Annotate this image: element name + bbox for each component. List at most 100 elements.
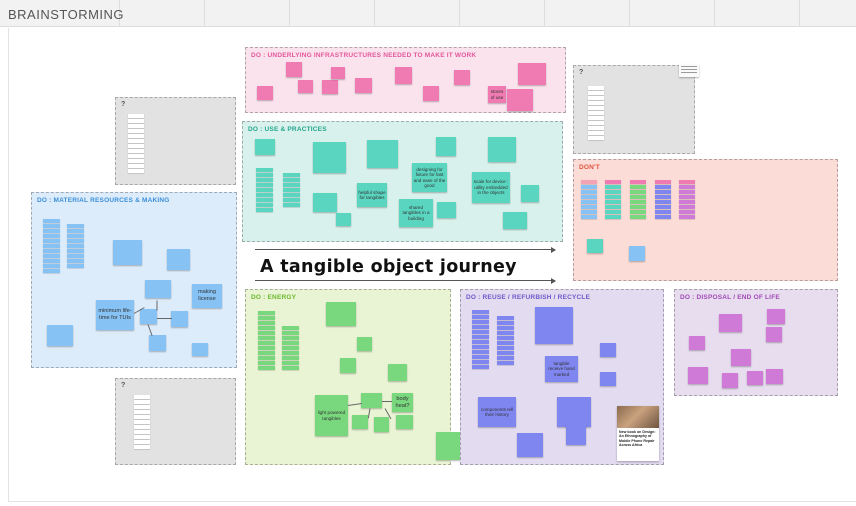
sticky-stack[interactable] [283,173,300,207]
sticky-stack[interactable] [282,326,299,370]
sticky-body-heat[interactable]: body heat? [392,393,413,412]
sticky-note[interactable] [600,343,616,357]
sticky-note[interactable] [518,63,546,85]
sticky-note[interactable] [361,393,382,408]
sticky-note[interactable] [367,140,398,168]
article-card[interactable]: New book on Design: An Ethnography of Mo… [617,406,659,461]
sticky-note[interactable] [140,309,157,324]
sticky-light-powered[interactable]: light powered tangibles [315,395,348,436]
sticky-note[interactable] [374,417,389,432]
journey-arrow-bottom[interactable] [255,277,556,284]
sticky-note[interactable] [436,137,456,156]
sticky-note[interactable] [521,185,539,202]
sticky-note[interactable] [113,240,142,265]
sticky-note[interactable] [689,336,705,350]
sticky-stack[interactable] [588,86,604,140]
sticky-note[interactable] [326,302,356,326]
sticky-stack[interactable] [630,180,646,219]
sticky-stack[interactable] [679,180,695,219]
image-note[interactable] [679,64,699,77]
sticky-note[interactable] [255,139,275,155]
question-frame[interactable]: ? [115,378,236,465]
sticky-note[interactable] [517,433,543,457]
sticky-note[interactable] [355,78,372,93]
sticky-note[interactable] [298,80,313,93]
sticky-minimum-lifetime[interactable]: minimum life-time for TUIs [96,300,134,330]
journey-arrow-top[interactable] [255,246,556,253]
header-cell [290,0,375,27]
sticky-note[interactable] [313,193,337,212]
sticky-note[interactable] [557,397,591,427]
sticky-note[interactable] [336,213,351,226]
sticky-note[interactable] [396,415,413,429]
sticky-note[interactable] [423,86,439,101]
sticky-stack[interactable] [256,168,273,212]
sticky-note[interactable] [171,311,188,327]
sticky-note[interactable] [766,369,783,384]
sticky-note[interactable] [388,364,407,381]
sticky-stack[interactable] [605,180,621,219]
article-image [617,406,659,428]
sticky-note[interactable] [503,212,527,229]
sticky-note[interactable] [352,415,368,429]
dont-frame[interactable]: DON'T [573,159,838,281]
sticky-note[interactable] [766,327,782,342]
sticky-making-license[interactable]: making license [192,284,222,308]
sticky-note[interactable] [566,424,586,445]
sticky-stack[interactable] [134,395,150,449]
sticky-note[interactable] [731,349,751,366]
sticky-note[interactable] [47,325,73,346]
sticky-note[interactable] [167,249,190,270]
material-frame[interactable]: DO : MATERIAL RESOURCES & MAKING [31,192,237,368]
frame-title: DON'T [579,164,600,171]
sticky-note[interactable] [322,80,338,94]
sticky-note[interactable] [357,337,372,351]
sticky-note[interactable] [257,86,273,100]
sticky-stack[interactable] [472,310,489,369]
sticky-stores-of-use[interactable]: stores of use [488,86,506,103]
sticky-note[interactable] [767,309,785,324]
sticky-stack[interactable] [43,219,60,273]
sticky-tangible-receive[interactable]: tangible receive hand marked [545,356,578,382]
sticky-note[interactable] [313,142,346,173]
header-cell [0,0,120,27]
sticky-note[interactable] [454,70,470,85]
sticky-note[interactable] [149,335,166,351]
sticky-note[interactable] [437,202,456,218]
sticky-stack[interactable] [497,316,514,365]
sticky-shared-tangibles[interactable]: shared tangibles in a building [399,199,433,227]
question-frame[interactable]: ? [573,65,695,154]
connector-line[interactable] [156,300,158,311]
sticky-stack[interactable] [655,180,671,219]
frame-title: DO : MATERIAL RESOURCES & MAKING [37,197,170,204]
connector-line[interactable] [157,318,172,319]
sticky-note[interactable] [286,62,302,77]
sticky-note[interactable] [688,367,708,384]
sticky-note[interactable] [722,373,738,388]
sticky-stack[interactable] [258,311,275,370]
sticky-stack[interactable] [67,224,84,268]
sticky-note[interactable] [719,314,742,332]
sticky-note[interactable] [507,89,533,111]
sticky-note[interactable] [192,343,208,356]
sticky-designing-future[interactable]: designing for fixture for fast and ease … [412,163,447,192]
sticky-note[interactable] [629,246,645,261]
sticky-helpful-shape[interactable]: helpful shape for tangibles [357,183,387,207]
sticky-note[interactable] [488,137,516,162]
sticky-note[interactable] [145,280,171,298]
sticky-note[interactable] [340,358,356,373]
sticky-note[interactable] [395,67,412,84]
frame-title: DO : ENERGY [251,294,297,301]
sticky-components-history[interactable]: components tell their history [478,397,516,427]
sticky-stack[interactable] [581,180,597,219]
sticky-note[interactable] [600,372,616,386]
sticky-scale-device[interactable]: scale for device : utility embedded in t… [472,172,510,203]
sticky-note[interactable] [747,371,763,385]
frame-title: DO : DISPOSAL / END OF LIFE [680,294,780,301]
sticky-note[interactable] [535,307,573,344]
question-frame[interactable]: ? [115,97,236,185]
sticky-note[interactable] [331,67,345,79]
connector-line[interactable] [382,401,392,402]
sticky-stack[interactable] [128,114,144,173]
sticky-note[interactable] [587,239,603,253]
